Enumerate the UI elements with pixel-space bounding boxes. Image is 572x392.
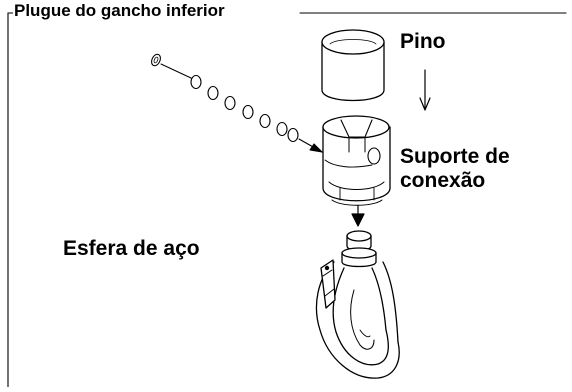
connection-support-label: Suporte de conexão xyxy=(400,145,510,192)
diagram-title: Plugue do gancho inferior xyxy=(13,1,228,21)
steel-balls xyxy=(151,53,299,143)
hook-part xyxy=(315,230,400,379)
assembly-arrow-pin xyxy=(419,69,431,111)
connection-support-label-line2: conexão xyxy=(400,168,486,192)
assembly-arrow-balls xyxy=(298,138,323,153)
steel-ball-label: Esfera de aço xyxy=(63,237,200,260)
connection-support-part xyxy=(322,115,391,206)
pin-part xyxy=(321,29,385,102)
assembly-arrow-support xyxy=(351,205,365,227)
pin-label: Pino xyxy=(400,30,446,53)
frame xyxy=(7,12,567,388)
connection-support-label-line1: Suporte de xyxy=(400,145,510,168)
